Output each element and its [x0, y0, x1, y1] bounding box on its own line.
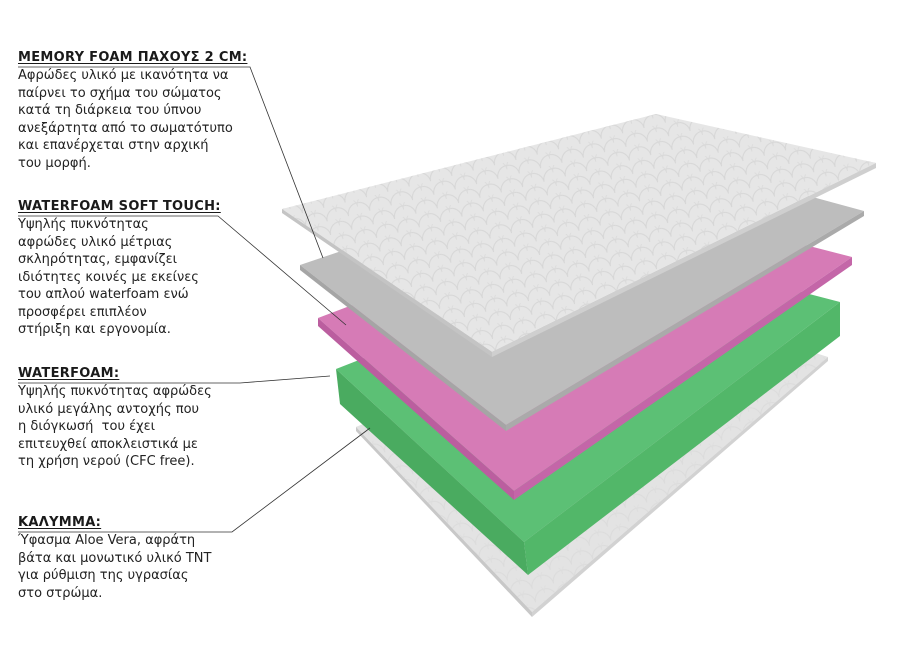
description-line: η διόγκωσή του έχει [18, 419, 156, 434]
description-line: βάτα και μονωτικό υλικό TNT [18, 550, 212, 566]
description-line: Υψηλής πυκνότητας αφρώδες [18, 384, 212, 399]
waterfoam-description: WATERFOAM: Υψηλής πυκνότητας αφρώδες υλι… [18, 366, 212, 471]
description-line: ανεξάρτητα από το σωματότυπο [18, 120, 233, 136]
description-line: Υψηλής πυκνότητας [18, 217, 149, 232]
description-line: αφρώδες υλικό μέτριας [18, 234, 173, 250]
soft-touch-title: WATERFOAM SOFT TOUCH: [18, 199, 221, 214]
description-line: του μορφή. [18, 155, 91, 171]
description-line: και επανέρχεται στην αρχική [18, 138, 209, 153]
description-line: τη χρήση νερού (CFC free). [18, 454, 195, 469]
description-line: σκληρότητας, εμφανίζει [18, 252, 177, 267]
description-line: κατά τη διάρκεια του ύπνου [18, 103, 202, 118]
leader-line-cover [18, 427, 371, 533]
description-line: για ρύθμιση της υγρασίας [18, 568, 189, 583]
top-cover-layer [282, 114, 876, 357]
description-line: ιδιότητες κοινές με εκείνες [18, 269, 199, 285]
leader-line-soft-touch [18, 215, 347, 326]
memory-foam-description: MEMORY FOAM ΠΑΧΟΥΣ 2 CM: Αφρώδες υλικό μ… [18, 50, 247, 172]
description-line: στήριξη και εργονομία. [18, 322, 171, 337]
waterfoam-title: WATERFOAM: [18, 366, 120, 381]
description-line: Αφρώδες υλικό με ικανότητα να [18, 68, 229, 83]
memory-foam-title: MEMORY FOAM ΠΑΧΟΥΣ 2 CM: [18, 50, 248, 65]
description-line: παίρνει το σχήμα του σώματος [18, 85, 222, 101]
cover-description: ΚΑΛΥΜΜΑ: Ύφασμα Aloe Vera, αφράτη βάτα κ… [18, 515, 211, 602]
description-line: επιτευχθεί αποκλειστικά με [18, 436, 198, 452]
leader-line-memory-foam [18, 66, 324, 259]
leader-lines [18, 66, 371, 533]
soft-touch-description: WATERFOAM SOFT TOUCH: Υψηλής πυκνότητας … [18, 199, 221, 339]
description-line: του απλού waterfoam ενώ [18, 287, 189, 302]
description-line: στο στρώμα. [18, 585, 103, 601]
leader-line-waterfoam [18, 375, 331, 384]
description-line: Ύφασμα Aloe Vera, αφράτη [18, 533, 196, 548]
cover-title: ΚΑΛΥΜΜΑ: [18, 515, 102, 530]
description-line: προσφέρει επιπλέον [18, 304, 147, 320]
description-line: υλικό μεγάλης αντοχής που [18, 401, 200, 417]
